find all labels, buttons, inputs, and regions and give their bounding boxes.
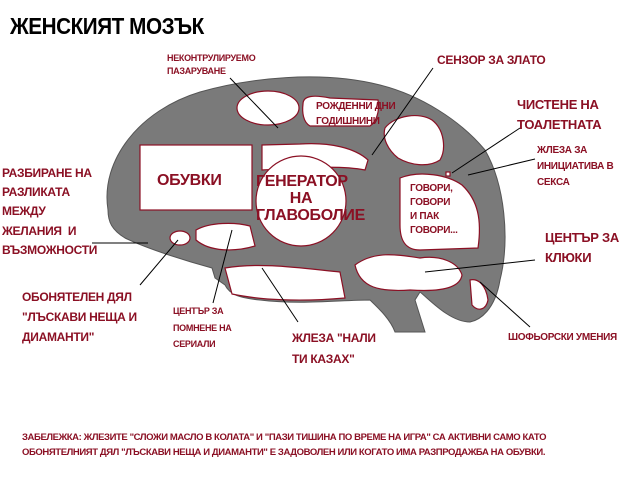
label-shoes: ОБУВКИ xyxy=(157,172,222,189)
headache-region xyxy=(255,155,347,247)
label-gold: СЕНЗОР ЗА ЗЛАТО xyxy=(437,53,546,67)
label-initiative: ЖЛЕЗА ЗА ИНИЦИАТИВА В СЕКСА xyxy=(537,145,614,188)
talk-region xyxy=(399,173,481,251)
leader-lines xyxy=(92,67,536,328)
shoes-region xyxy=(139,144,253,211)
label-olfactory: ОБОНЯТЕЛЕН ДЯЛ "ЛЪСКАВИ НЕЩА И ДИАМАНТИ" xyxy=(22,290,137,344)
olfactory-region xyxy=(169,230,191,246)
toilet-region xyxy=(383,114,445,166)
driving-region xyxy=(469,279,489,310)
birthdays-region xyxy=(302,95,380,127)
series-region xyxy=(195,222,256,251)
label-birthdays: РОЖДЕННИ ДНИ ГОДИШНИНИ xyxy=(316,101,396,127)
told-you-region xyxy=(224,264,346,301)
label-series: ЦЕНТЪР ЗА ПОМНЕНЕ НА СЕРИАЛИ xyxy=(173,306,232,350)
label-toilet: ЧИСТЕНЕ НА ТОАЛЕТНАТА xyxy=(517,97,602,132)
initiative-region xyxy=(445,171,451,177)
label-headache: ГЕНЕРАТОР НА ГЛАВОБОЛИЕ xyxy=(256,173,366,224)
label-difference: РАЗБИРАНЕ НА РАЗЛИКАТА МЕЖДУ ЖЕЛАНИЯ И В… xyxy=(2,166,98,257)
label-talk: ГОВОРИ, ГОВОРИ И ПАК ГОВОРИ... xyxy=(410,183,458,236)
label-told-you: ЖЛЕЗА "НАЛИ ТИ КАЗАХ" xyxy=(292,331,376,366)
label-driving: ШОФЬОРСКИ УМЕНИЯ xyxy=(508,332,617,343)
footnote: ЗАБЕЛЕЖКА: ЖЛЕЗИТЕ "СЛОЖИ МАСЛО В КОЛАТА… xyxy=(22,432,547,459)
gossip-region xyxy=(354,254,463,292)
shopping-region xyxy=(236,90,300,126)
label-shopping: НЕКОНТРУЛИРУЕМО ПАЗАРУВАНЕ xyxy=(167,53,256,77)
page-title: ЖЕНСКИЯТ МОЗЪК xyxy=(10,13,204,39)
label-gossip: ЦЕНТЪР ЗА КЛЮКИ xyxy=(545,230,619,265)
